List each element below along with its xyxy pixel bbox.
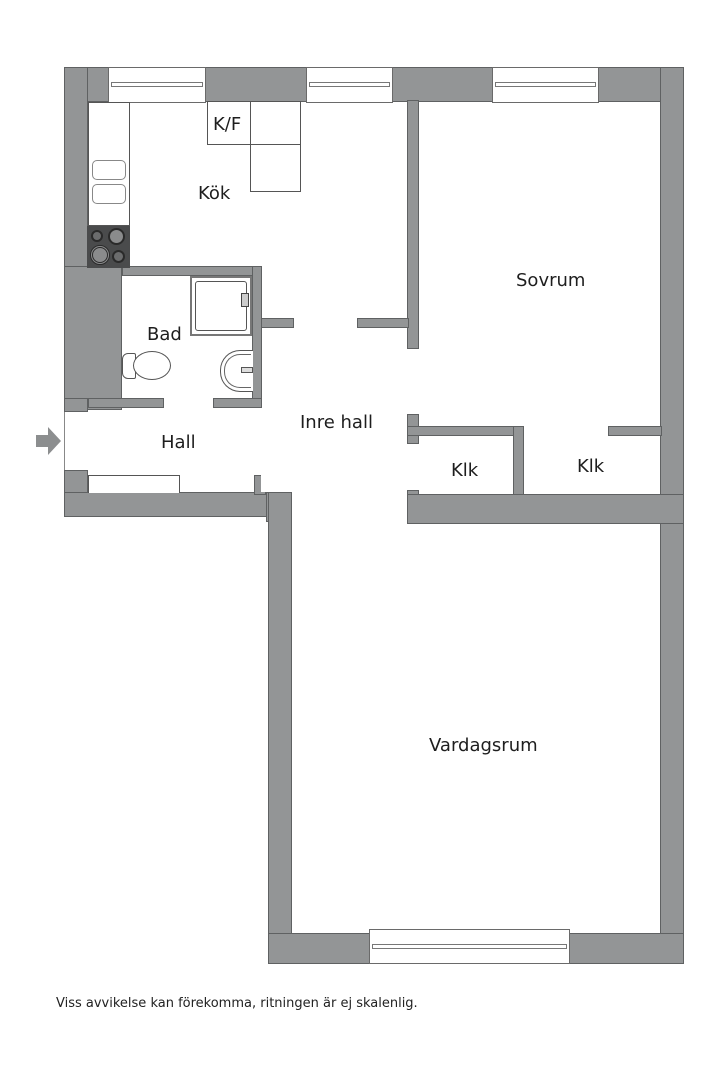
room-label-klk-2: Klk (577, 456, 605, 477)
window-kitchen-right (306, 67, 393, 103)
hall-wardrobe (88, 475, 180, 493)
room-label-bad: Bad (147, 324, 182, 345)
kitchen-unit-2 (250, 144, 301, 192)
washbasin (220, 350, 253, 392)
burner-icon (91, 230, 103, 242)
wall-bath-right (252, 266, 262, 408)
room-label-kok: Kök (198, 183, 231, 204)
room-label-sovrum: Sovrum (516, 270, 586, 291)
wall-bath-top (122, 266, 262, 276)
room-label-kf: K/F (213, 114, 242, 135)
wall-hall-bottom (64, 492, 292, 517)
wall-bath-bottom-right (213, 398, 262, 408)
wall-living-left (268, 492, 292, 964)
window-living (369, 929, 570, 964)
wall-kitchen-bedroom (407, 100, 419, 349)
stove (87, 226, 130, 268)
room-label-hall: Hall (161, 432, 196, 453)
arrow-right-icon (36, 427, 61, 455)
shower-tap-icon (241, 293, 249, 307)
wall-bath-bottom-left (88, 398, 164, 408)
entrance-door-line (64, 412, 65, 470)
wall-left-bath-side (64, 266, 122, 410)
wall-kitchen-stub (357, 318, 409, 328)
wall-bath-stub (261, 318, 294, 328)
burner-icon (108, 228, 125, 245)
wall-closets-bottom (407, 494, 684, 524)
toilet (122, 351, 171, 380)
burner-icon (112, 250, 125, 263)
wall-closet1-top (407, 426, 523, 436)
burner-icon (90, 245, 110, 265)
sink-basin-2 (92, 184, 126, 204)
sink-basin-1 (92, 160, 126, 180)
window-bedroom (492, 67, 599, 103)
room-label-vardagsrum: Vardagsrum (429, 735, 538, 756)
disclaimer-note: Viss avvikelse kan förekomma, ritningen … (56, 996, 418, 1011)
room-label-klk-1: Klk (451, 460, 479, 481)
window-kitchen-left (108, 67, 206, 103)
kitchen-unit-1 (250, 101, 301, 145)
wall-left-notch (64, 398, 88, 412)
shower (190, 276, 252, 336)
room-label-inre-hall: Inre hall (300, 412, 373, 433)
wall-closet2-top (608, 426, 662, 436)
